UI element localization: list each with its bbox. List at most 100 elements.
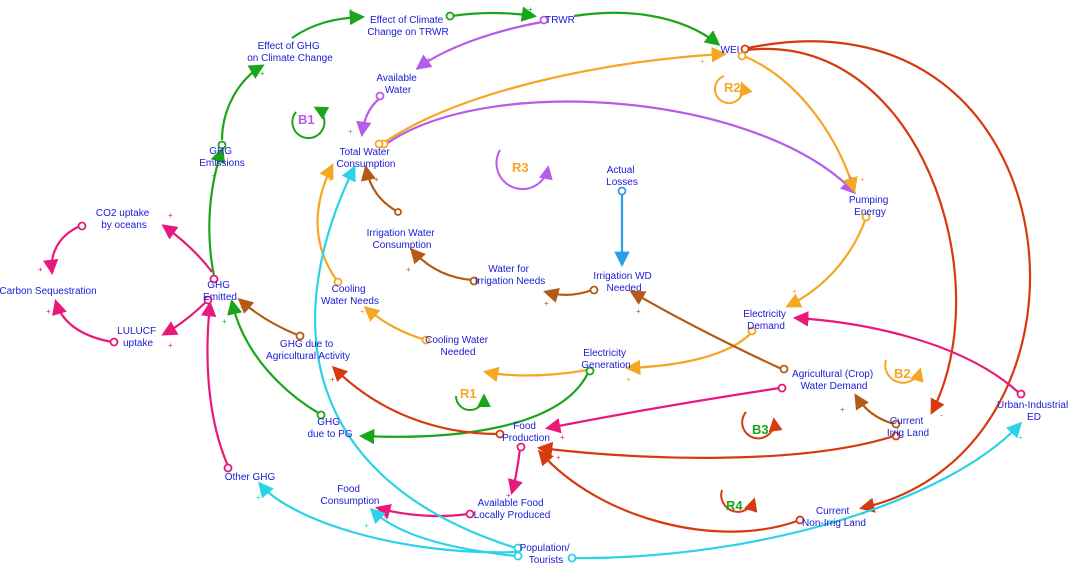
svg-text:+: +	[348, 127, 353, 136]
svg-text:+: +	[384, 513, 389, 522]
link-trwr-to-wei	[573, 11, 721, 46]
node-cooling-needs: Cooling Water Needs	[321, 284, 379, 307]
origin-effect-climate	[445, 11, 455, 21]
origin-lulucf	[109, 337, 119, 347]
link-co2-to-carbon-seq	[42, 224, 81, 276]
link-agri-demand-to-food-prod	[544, 386, 781, 434]
loop-arrow-r2	[714, 75, 753, 105]
polarity-signs: + + - + - + + + + + + + + + + + + + + + …	[38, 5, 1023, 530]
origin-current-irrig	[891, 419, 901, 429]
node-population: Population/ Tourists	[520, 543, 573, 566]
loop-arrow-b1	[291, 106, 330, 140]
node-urban-ed: Urban-Industrial ED	[997, 400, 1071, 423]
origin-current-irrig-2	[891, 431, 901, 441]
link-trwr-to-available-water	[415, 20, 543, 70]
node-avail-food: Available Food Locally Produced	[474, 498, 551, 521]
link-current-irrig-to-agri-demand	[854, 393, 895, 426]
link-lulucf-to-carbon-seq	[52, 299, 113, 344]
svg-text:+: +	[168, 211, 173, 220]
origin-pumping-energy	[861, 212, 871, 222]
svg-text:-: -	[350, 5, 353, 14]
origin-avail-food	[465, 509, 475, 519]
node-labels: Effect of GHG on Climate Change Effect o…	[0, 15, 1071, 566]
node-other-ghg: Other GHG	[225, 472, 276, 483]
svg-text:+: +	[168, 341, 173, 350]
origin-water-irrig	[469, 276, 479, 286]
loop-label-b3: B3	[752, 422, 769, 437]
link-total-water-to-wei	[381, 46, 728, 145]
node-carbon-seq: Carbon Sequestration	[0, 286, 97, 297]
link-elec-gen-to-ghg-pg	[358, 372, 589, 445]
svg-text:+: +	[626, 375, 631, 384]
svg-text:+: +	[212, 171, 217, 180]
node-food-cons: Food Consumption	[321, 484, 380, 507]
link-ghg-agri-to-ghg-emitted	[237, 297, 301, 338]
svg-text:+: +	[222, 317, 227, 326]
link-pumping-energy-to-elec-demand	[785, 217, 868, 308]
svg-text:+: +	[506, 491, 511, 500]
svg-text:+: +	[360, 307, 365, 316]
loop-arrow-r1	[455, 393, 491, 411]
origin-elec-gen	[585, 366, 595, 376]
link-ghg-emitted-to-co2	[161, 224, 213, 273]
svg-text:+: +	[362, 433, 367, 442]
link-agri-demand-to-irrig-wd	[629, 290, 785, 372]
link-wei-to-pumping-energy	[743, 54, 858, 193]
link-cooling-needed-to-cooling-needs	[363, 305, 427, 342]
node-irrigation-cons: Irrigation Water Consumption	[367, 228, 438, 251]
link-population-to-other-ghg	[258, 481, 517, 554]
origin-actual-losses	[617, 186, 627, 196]
node-current-irrig: Current Irrig Land	[887, 416, 929, 439]
link-ghg-emissions-to-effect-ghg	[220, 64, 265, 141]
link-origins	[77, 11, 1026, 563]
node-co2-oceans: CO2 uptake by oceans	[96, 208, 152, 231]
loop-arrow-r3	[495, 149, 553, 191]
svg-text:+: +	[528, 5, 533, 14]
svg-text:+: +	[840, 405, 845, 414]
svg-text:+: +	[328, 175, 333, 184]
link-effect-climate-to-trwr	[451, 6, 538, 22]
origin-ghg-pg	[316, 410, 326, 420]
node-ghg-emissions: GHG Emissions	[199, 146, 245, 169]
link-wei-to-current-irrig	[745, 47, 958, 415]
origin-trwr	[539, 15, 549, 25]
link-food-prod-to-ghg-agri	[331, 365, 499, 436]
svg-text:+: +	[364, 521, 369, 530]
link-population-to-urban-ed	[571, 421, 1023, 560]
origin-wei-2	[737, 51, 747, 61]
link-total-water-to-pumping-energy	[385, 100, 857, 195]
link-food-prod-to-avail-food	[507, 447, 523, 495]
link-irrigation-cons-to-total-water	[360, 164, 399, 213]
link-elec-gen-to-cooling-needed	[482, 366, 589, 382]
origin-ghg-emitted-lower	[203, 295, 213, 305]
origin-wei	[740, 44, 750, 54]
origin-ghg-emitted	[209, 274, 219, 284]
loop-label-r1: R1	[460, 386, 477, 401]
origin-elec-demand	[747, 326, 757, 336]
origin-available-water	[375, 91, 385, 101]
origin-urban-ed	[1016, 389, 1026, 399]
node-agri-demand: Agricultural (Crop) Water Demand	[792, 369, 876, 392]
node-total-water: Total Water Consumption	[337, 147, 396, 170]
svg-text:-: -	[940, 411, 943, 420]
node-ghg-pg: GHG due to PG	[307, 417, 352, 440]
link-ghg-emitted-to-ghg-emissions	[208, 147, 226, 277]
node-effect-climate-trwr: Effect of Climate Change on TRWR	[367, 15, 448, 38]
svg-text:+: +	[636, 307, 641, 316]
svg-text:+: +	[806, 315, 811, 324]
svg-text:+: +	[426, 55, 431, 64]
loop-markers	[291, 75, 924, 513]
svg-text:+: +	[700, 57, 705, 66]
svg-text:+: +	[544, 299, 549, 308]
node-lulucf: LULUCF uptake	[117, 326, 159, 349]
origin-ghg-emissions	[217, 140, 227, 150]
node-available-water: Available Water	[376, 73, 419, 96]
link-urban-ed-to-elec-demand	[792, 311, 1019, 393]
node-elec-gen: Electricity Generation	[581, 348, 630, 371]
svg-text:+: +	[556, 453, 561, 462]
links	[42, 6, 1032, 560]
link-elec-demand-to-elec-gen	[624, 331, 753, 376]
node-current-nonirrig: Current Non-Irrig Land	[802, 506, 866, 529]
svg-text:+: +	[1018, 433, 1023, 442]
link-ghg-emitted-to-lulucf	[161, 297, 211, 336]
